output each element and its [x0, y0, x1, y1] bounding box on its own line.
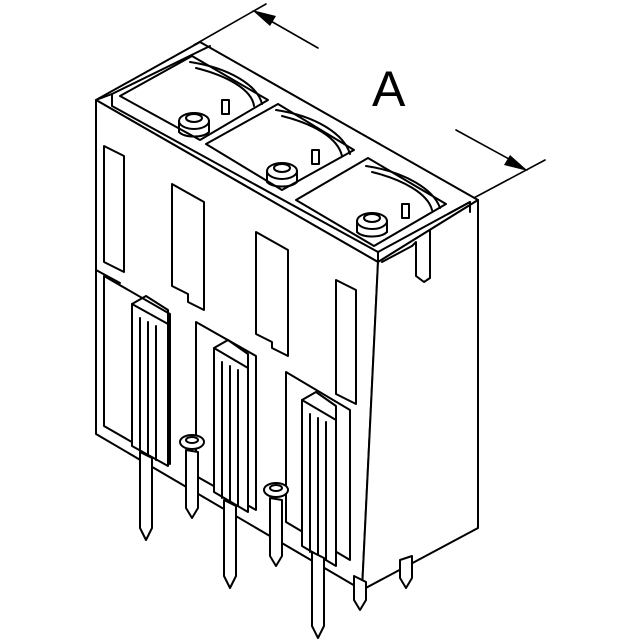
pin-3: [223, 499, 237, 589]
side-latch: [381, 201, 471, 283]
pins: [139, 449, 413, 639]
pin-2: [185, 449, 199, 519]
front-slots-upper: [103, 145, 357, 405]
dimension-label: A: [372, 61, 406, 117]
pin-7: [399, 555, 413, 589]
pin-1: [139, 451, 153, 541]
pin-5: [311, 551, 325, 639]
arrow-right: [504, 155, 528, 171]
pin-4: [269, 497, 283, 567]
side-face: [361, 199, 479, 591]
cavity-3: [295, 157, 447, 247]
arrow-left: [252, 10, 276, 26]
dimension-a: A: [193, 3, 546, 201]
extension-line-left: [193, 3, 267, 46]
extension-line-right: [469, 159, 546, 201]
pin-6: [353, 575, 367, 611]
front-contacts: [103, 275, 351, 567]
cavity-2: [205, 103, 355, 191]
cavity-1: [119, 55, 269, 141]
rear-posts: [179, 434, 289, 498]
